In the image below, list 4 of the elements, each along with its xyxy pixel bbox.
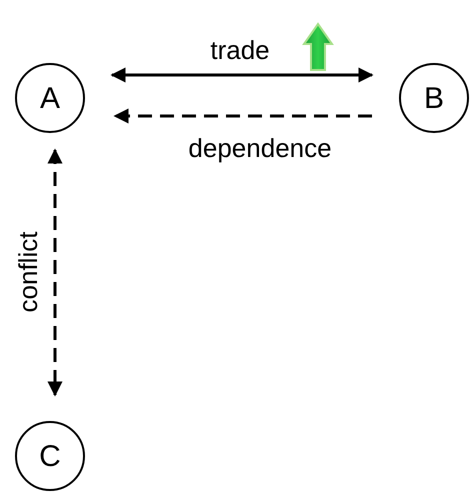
arrow	[48, 148, 62, 396]
edge-label: dependence	[188, 135, 332, 161]
arrow	[110, 68, 374, 82]
arrow	[114, 108, 372, 124]
